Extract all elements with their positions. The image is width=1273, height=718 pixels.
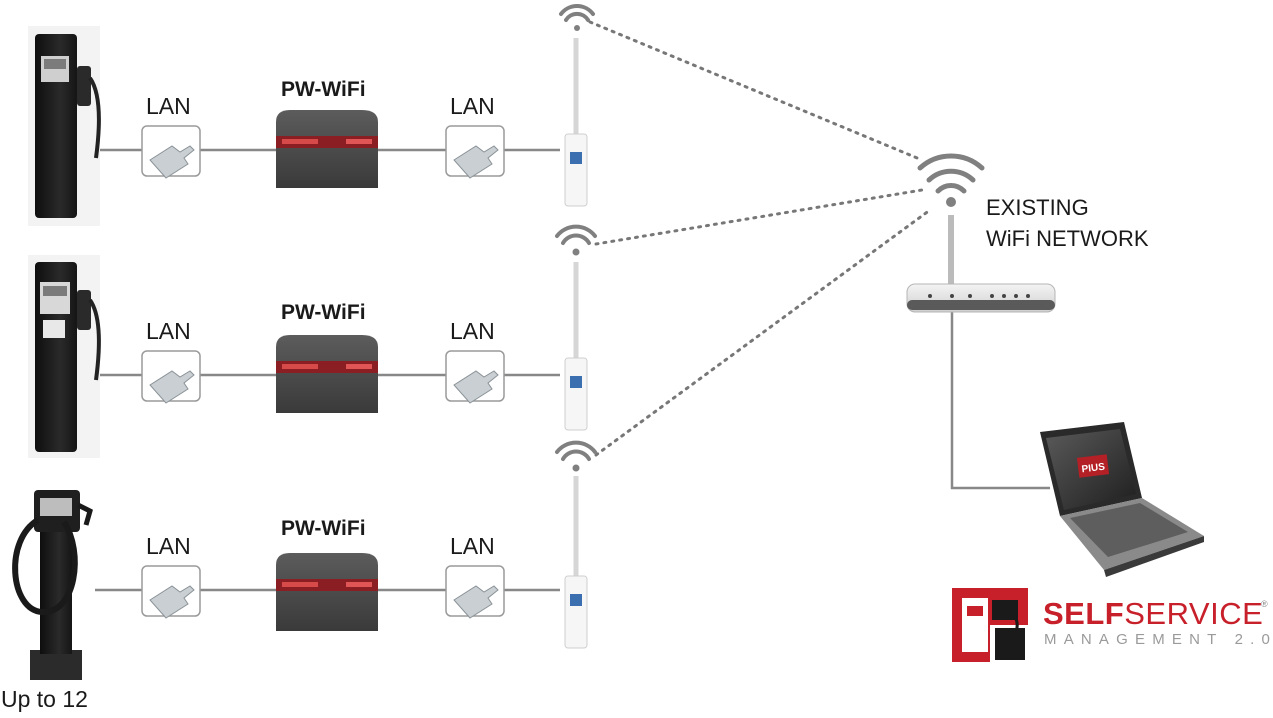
existing-network-label: EXISTING WiFi NETWORK xyxy=(986,192,1149,254)
lan-label-r1-left: LAN xyxy=(146,93,191,119)
logo-registered-mark: ® xyxy=(1261,599,1268,609)
pw-wifi-label-3: PW-WiFi xyxy=(281,517,366,540)
antenna-3 xyxy=(564,476,588,649)
logo-service: SERVICE xyxy=(1124,596,1264,631)
lan-label-r2-left: LAN xyxy=(146,318,191,344)
wireless-link-1 xyxy=(588,20,924,162)
ethernet-plug-icon xyxy=(453,370,499,404)
antenna-1 xyxy=(564,38,588,207)
ethernet-plug-icon xyxy=(149,145,195,179)
lan-label-r3-right: LAN xyxy=(450,533,495,559)
fuel-pump-3 xyxy=(12,490,93,680)
logo-wordmark: SELFSERVICE xyxy=(1043,596,1263,632)
wifi-icon xyxy=(559,4,595,31)
fuel-pump-1 xyxy=(28,26,101,226)
self-service-logo-mark xyxy=(952,588,1028,662)
laptop-screen-text: PIUS xyxy=(1081,462,1106,476)
ethernet-plug-icon xyxy=(149,370,195,404)
lan-label-r3-left: LAN xyxy=(146,533,191,559)
existing-network-line2: WiFi NETWORK xyxy=(986,226,1149,251)
pw-wifi-label-1: PW-WiFi xyxy=(281,78,366,101)
antenna-2 xyxy=(564,262,588,431)
router-laptop-cable xyxy=(950,310,1050,490)
pw-wifi-label-2: PW-WiFi xyxy=(281,301,366,324)
ethernet-plug-icons xyxy=(149,145,499,619)
ethernet-plug-icon xyxy=(453,145,499,179)
wifi-icon xyxy=(917,153,985,207)
logo-self: SELF xyxy=(1043,596,1125,631)
wireless-links xyxy=(588,20,932,457)
wireless-link-3 xyxy=(594,208,932,457)
lan-label-r1-right: LAN xyxy=(450,93,495,119)
wifi-icon xyxy=(555,440,597,472)
pw-wifi-device-3 xyxy=(276,553,378,631)
wifi-icon xyxy=(555,224,597,256)
lan-label-r2-right: LAN xyxy=(450,318,495,344)
logo-subtitle: MANAGEMENT 2.0 xyxy=(1044,631,1273,648)
ethernet-plug-icon xyxy=(453,585,499,619)
pw-wifi-device-2 xyxy=(276,335,378,413)
ethernet-plug-icon xyxy=(149,585,195,619)
laptop: PIUS xyxy=(1040,422,1204,577)
count-note: Up to 12 xyxy=(1,686,88,712)
wireless-link-2 xyxy=(594,188,924,246)
wifi-router xyxy=(906,215,1056,313)
fuel-pump-2 xyxy=(28,255,101,458)
existing-network-line1: EXISTING xyxy=(986,195,1089,220)
pw-wifi-device-1 xyxy=(276,110,378,188)
